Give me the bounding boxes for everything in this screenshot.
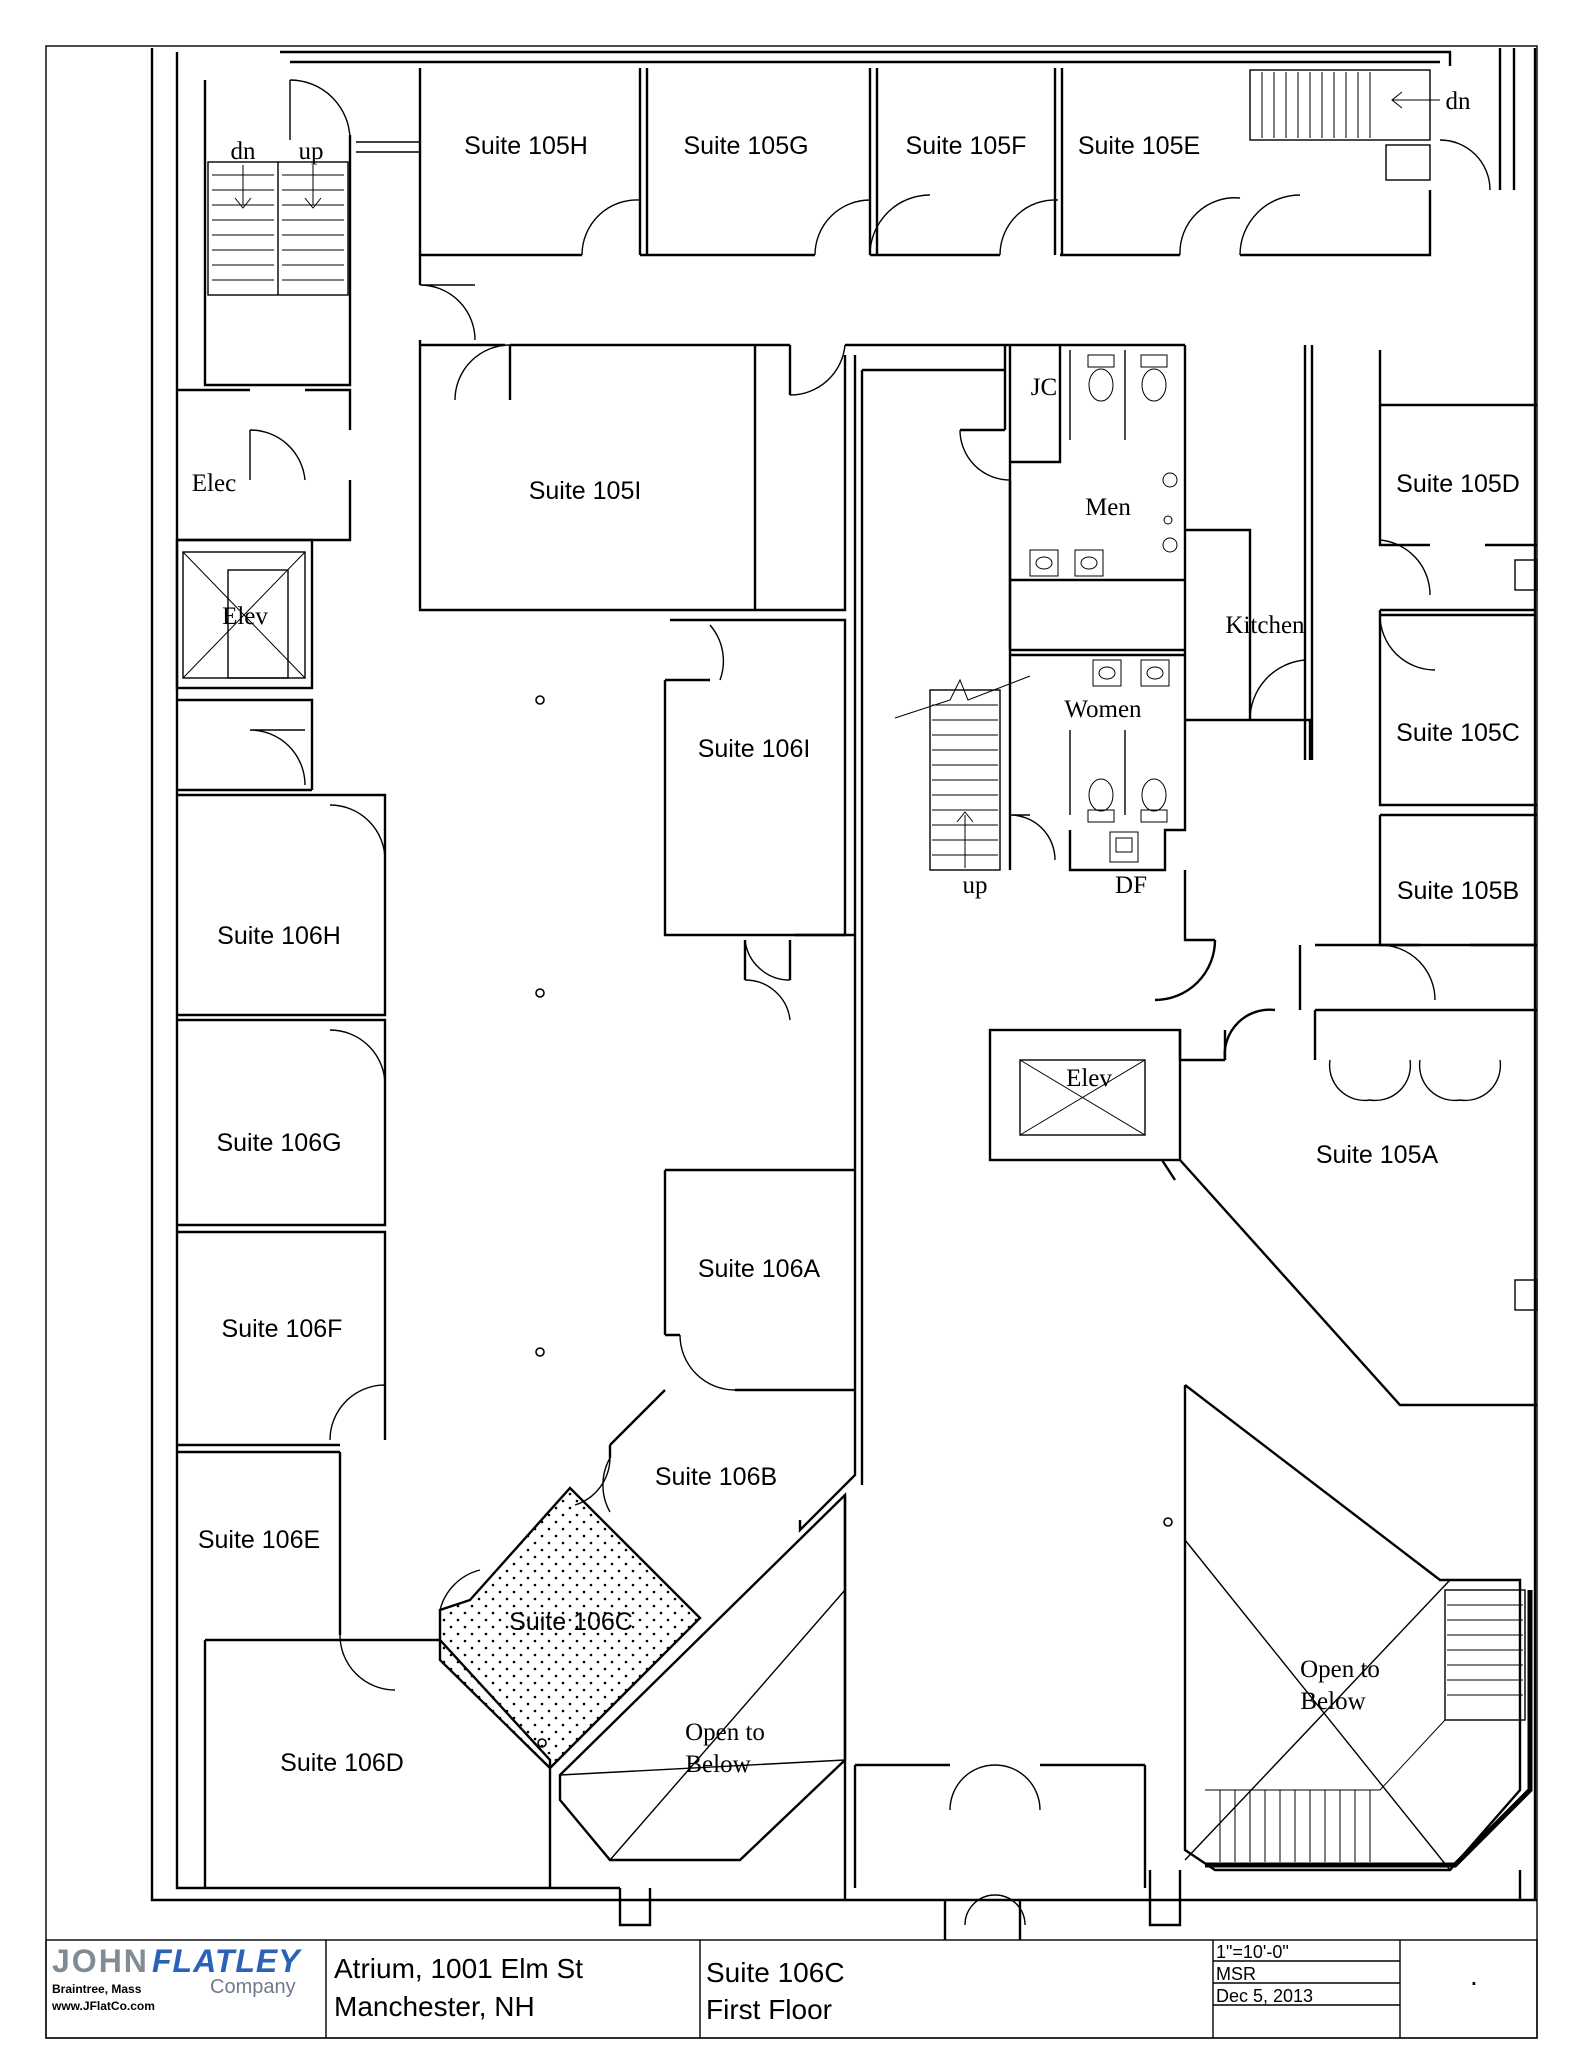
logo-web: www.JFlatCo.com	[51, 1999, 155, 2013]
label-suite-106i: Suite 106I	[698, 735, 811, 763]
center-elevator-105a	[988, 1008, 1538, 1407]
label-suite-105b: Suite 105B	[1397, 877, 1519, 905]
suite-105i-block	[418, 255, 1185, 935]
open-below-right	[1183, 1384, 1533, 1872]
suite-number: Suite 106C	[706, 1957, 845, 1988]
label-elev-left: Elev	[222, 603, 268, 630]
label-women: Women	[1064, 696, 1142, 723]
columns	[535, 695, 1173, 1748]
title-block: JOHN FLATLEY Company Braintree, Mass www…	[45, 1939, 1538, 2039]
label-suite-105d: Suite 105D	[1396, 470, 1520, 498]
label-open-below-left-1: Open to	[685, 1719, 765, 1746]
label-kitchen: Kitchen	[1225, 612, 1305, 639]
building-address: Atrium, 1001 Elm St	[334, 1953, 583, 1984]
logo-company: Company	[210, 1976, 296, 1998]
suite-106i-block	[663, 618, 855, 1021]
label-open-below-right-1: Open to	[1300, 1656, 1380, 1683]
elec-elevator-core	[175, 388, 352, 792]
atrium-spine	[602, 935, 864, 1533]
label-suite-106g: Suite 106G	[216, 1129, 341, 1157]
floor-level: First Floor	[706, 1994, 832, 2025]
label-men: Men	[1085, 494, 1131, 521]
drawing-date: Dec 5, 2013	[1216, 1986, 1313, 2006]
open-below-left	[558, 1492, 847, 1900]
stair-ne	[1249, 69, 1491, 191]
label-stair-ne-dn: dn	[1446, 88, 1472, 115]
south-entry	[618, 1763, 1522, 1940]
logo-flatley: FLATLEY	[152, 1943, 302, 1979]
label-suite-105h: Suite 105H	[464, 132, 588, 160]
label-suite-106e: Suite 106E	[198, 1526, 320, 1554]
label-suite-105e: Suite 105E	[1078, 132, 1200, 160]
building-city: Manchester, NH	[334, 1991, 535, 2022]
label-elec: Elec	[192, 470, 236, 497]
label-open-below-right-2: Below	[1300, 1688, 1365, 1715]
label-open-below-left-2: Below	[685, 1751, 750, 1778]
label-suite-106a: Suite 106A	[698, 1255, 821, 1283]
sheet-mark: .	[1470, 1960, 1478, 1991]
restrooms	[959, 345, 1314, 1002]
label-suite-106d: Suite 106D	[280, 1749, 404, 1777]
label-suite-106b: Suite 106B	[655, 1463, 777, 1491]
label-stair-nw-up: up	[299, 138, 324, 165]
label-suite-106f: Suite 106F	[222, 1315, 343, 1343]
label-suite-105c: Suite 105C	[1396, 719, 1520, 747]
stair-nw	[203, 80, 352, 387]
logo-john: JOHN	[52, 1943, 149, 1979]
label-jc: JC	[1031, 374, 1057, 401]
top-suites	[289, 68, 1432, 257]
label-suite-105f: Suite 105F	[906, 132, 1027, 160]
label-suite-105i: Suite 105I	[529, 477, 642, 505]
drawn-by: MSR	[1216, 1964, 1256, 1984]
stair-center	[894, 675, 1031, 871]
sheet-border	[45, 45, 1538, 2039]
label-suite-106c: Suite 106C	[509, 1608, 633, 1636]
east-suites	[1298, 350, 1538, 1010]
label-suite-105a: Suite 105A	[1316, 1141, 1439, 1169]
suite-106c-room	[438, 1457, 702, 1770]
drawing-scale: 1"=10'-0"	[1216, 1942, 1289, 1962]
label-elev-center: Elev	[1066, 1065, 1112, 1092]
logo-city: Braintree, Mass	[52, 1982, 142, 1996]
label-stair-center-up: up	[963, 872, 988, 899]
label-suite-106h: Suite 106H	[217, 922, 341, 950]
label-stair-nw-dn: dn	[231, 138, 257, 165]
label-suite-105g: Suite 105G	[683, 132, 808, 160]
room-labels: Suite 105H Suite 105G Suite 105F Suite 1…	[192, 88, 1520, 1778]
label-df: DF	[1115, 872, 1147, 899]
